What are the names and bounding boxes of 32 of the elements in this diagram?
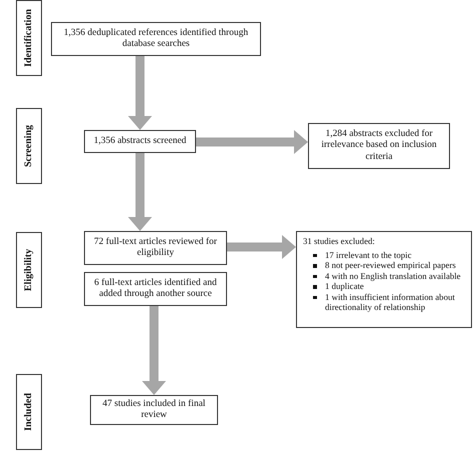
step-text: 6 full-text articles identified and added through another source [93,278,218,300]
process-box [90,395,218,425]
step-text: 1,356 deduplicated references identified through database searches [62,28,250,50]
block-arrow [128,56,152,130]
stage-label-box [16,0,42,76]
block-arrow [142,306,166,395]
step-text: 1,356 abstracts screened [94,136,186,148]
list-item: 1 duplicate [325,281,364,292]
stage-label: Eligibility [23,248,35,292]
list-item: 17 irrelevant to the topic [325,250,412,260]
list-item: 8 not peer-reviewed empirical papers [325,260,456,270]
block-arrow [128,153,152,231]
step-text: 1,284 abstracts excluded for irrelevance based on inclusion criteria [320,128,438,164]
list-item: 1 with insufficient information about directionality of relationship [325,292,455,312]
stage-label-box [16,232,42,308]
process-box [84,272,227,306]
step-text: 72 full-text articles reviewed for eligibility [93,236,218,260]
step-text: 47 studies included in final review [102,398,206,422]
stage-label: Included [23,393,35,431]
block-arrow [227,235,296,259]
process-box [51,22,261,56]
list-heading: 31 studies excluded: [303,236,376,247]
process-box [308,123,450,169]
block-arrow [196,130,308,154]
process-box [84,130,196,153]
list-item: 4 with no English translation available [325,270,461,281]
exclusion-box [296,231,472,328]
stage-label-box [16,374,42,450]
stage-label: Screening [23,124,35,168]
process-box [84,231,227,265]
stage-label-box [16,108,42,184]
stage-label: Identification [23,9,35,67]
